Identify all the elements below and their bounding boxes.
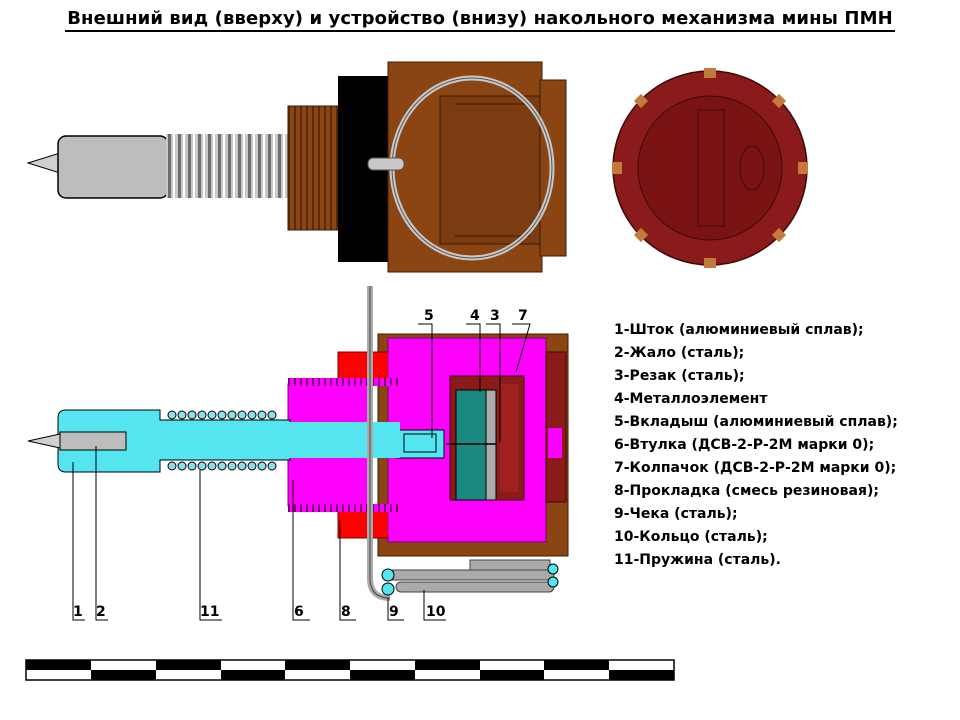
callout-3: 3 bbox=[490, 308, 500, 324]
legend-item-5: 5-Вкладыш (алюминиевый сплав); bbox=[614, 414, 898, 430]
callout-labels: 1 2 11 6 8 9 10 5 4 3 7 bbox=[73, 308, 528, 620]
legend-item-1: 1-Шток (алюминиевый сплав); bbox=[614, 322, 864, 338]
leader-lines bbox=[72, 323, 531, 621]
callout-6: 6 bbox=[294, 604, 304, 620]
legend-item-10: 10-Кольцо (сталь); bbox=[614, 529, 768, 545]
stem-core bbox=[150, 422, 400, 458]
legend-item-11: 11-Пружина (сталь). bbox=[614, 552, 781, 568]
threaded-neck bbox=[287, 105, 339, 231]
callout-8: 8 bbox=[341, 604, 351, 620]
callout-2: 2 bbox=[96, 604, 106, 620]
diagram-title-text: Внешний вид (вверху) и устройство (внизу… bbox=[65, 8, 895, 32]
sting-2 bbox=[59, 431, 127, 451]
legend-item-8: 8-Прокладка (смесь резиновая); bbox=[614, 483, 879, 499]
callout-5: 5 bbox=[424, 308, 434, 324]
callout-7: 7 bbox=[518, 308, 528, 324]
cap-slot bbox=[697, 109, 725, 227]
external-view bbox=[26, 61, 567, 273]
body-ridge bbox=[439, 95, 541, 245]
cap-view bbox=[612, 68, 808, 268]
legend-item-4: 4-Металлоэлемент bbox=[614, 391, 768, 407]
diagram-title: Внешний вид (вверху) и устройство (внизу… bbox=[0, 8, 960, 32]
callout-10: 10 bbox=[426, 604, 446, 620]
scale-bar bbox=[25, 659, 675, 681]
spring-top bbox=[166, 134, 290, 198]
sting-tip bbox=[26, 152, 61, 174]
callout-4: 4 bbox=[470, 308, 480, 324]
parts-legend: 1-Шток (алюминиевый сплав); 2-Жало (стал… bbox=[614, 319, 898, 572]
legend-item-2: 2-Жало (сталь); bbox=[614, 345, 745, 361]
legend-item-7: 7-Колпачок (ДСВ-2-Р-2М марки 0); bbox=[614, 460, 897, 476]
callout-9: 9 bbox=[389, 604, 399, 620]
legend-item-3: 3-Резак (сталь); bbox=[614, 368, 745, 384]
callout-11: 11 bbox=[200, 604, 219, 620]
cross-section bbox=[27, 286, 569, 601]
stem-head bbox=[57, 135, 169, 199]
callout-1: 1 bbox=[73, 604, 83, 620]
ring-10 bbox=[381, 559, 559, 596]
legend-item-6: 6-Втулка (ДСВ-2-Р-2М марки 0); bbox=[614, 437, 875, 453]
cap-oval bbox=[739, 145, 765, 191]
legend-item-9: 9-Чека (сталь); bbox=[614, 506, 738, 522]
spring-11 bbox=[167, 410, 277, 471]
pin-top bbox=[367, 157, 405, 171]
